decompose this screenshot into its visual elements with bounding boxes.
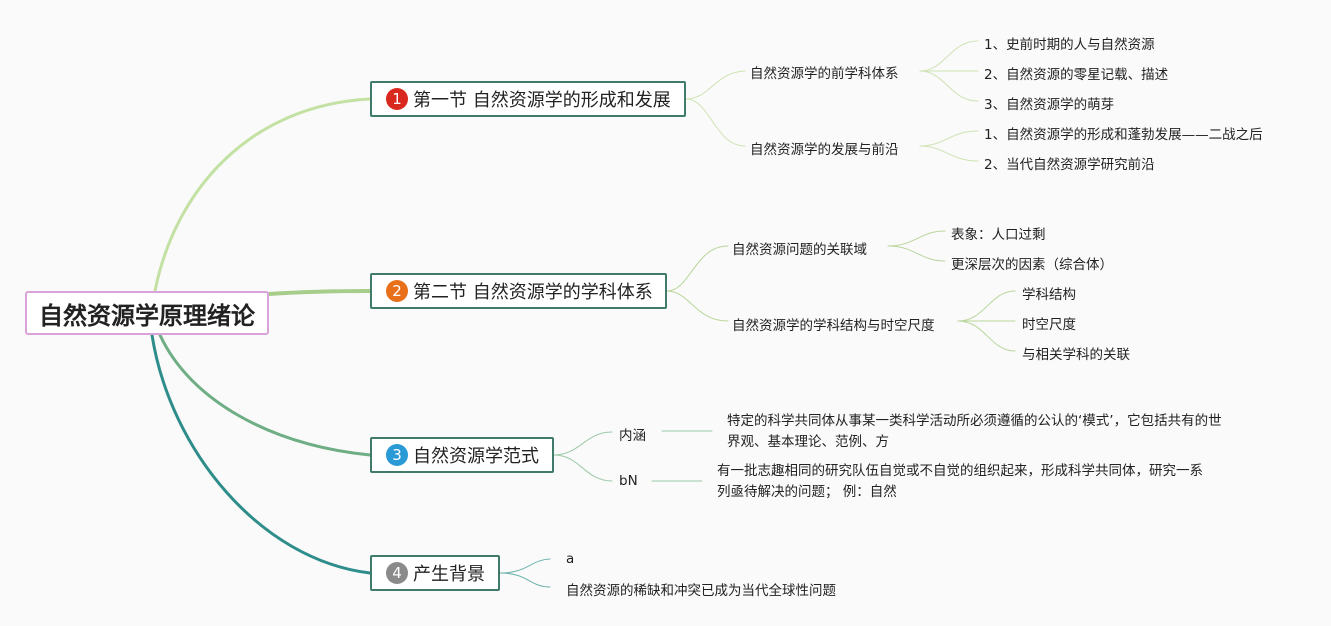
link-2-1 <box>666 245 729 292</box>
subtopic-3-1[interactable]: 内涵 <box>619 428 646 444</box>
leaf-1-2-2[interactable]: 2、当代自然资源学研究前沿 <box>984 157 1155 173</box>
link-3-1 <box>553 431 613 456</box>
link-3-2 <box>553 454 613 482</box>
link-1-2-1 <box>919 130 979 147</box>
link-2-1-2 <box>887 245 946 262</box>
link-2-1-1 <box>887 230 946 247</box>
topic-1-title: 第一节 自然资源学的形成和发展 <box>413 90 671 111</box>
subtopic-3-2[interactable]: bN <box>619 473 638 489</box>
topic-4-title: 产生背景 <box>413 564 485 585</box>
leaf-2-2-2[interactable]: 时空尺度 <box>1022 317 1076 333</box>
leaf-3-2-1[interactable]: 有一批志趣相同的研究队伍自觉或不自觉的组织起来，形成科学共同体，研究一系列亟待解… <box>717 463 1203 500</box>
branch-line-2 <box>267 289 372 296</box>
subtopic-1-1[interactable]: 自然资源学的前学科体系 <box>750 66 899 82</box>
subtopic-2-2[interactable]: 自然资源学的学科结构与时空尺度 <box>732 318 935 334</box>
topic-3[interactable]: 3 自然资源学范式 <box>370 437 554 473</box>
link-1-2 <box>685 98 746 147</box>
topic-2[interactable]: 2 第二节 自然资源学的学科体系 <box>370 273 667 309</box>
root-topic[interactable]: 自然资源学原理绪论 <box>25 291 269 335</box>
subtopic-2-1[interactable]: 自然资源问题的关联域 <box>732 242 867 258</box>
number-4-icon: 4 <box>386 562 408 584</box>
topic-4[interactable]: 4 产生背景 <box>370 555 500 591</box>
link-4-2 <box>499 572 551 588</box>
number-2-icon: 2 <box>386 280 408 302</box>
subtopic-4-2[interactable]: 自然资源的稀缺和冲突已成为当代全球性问题 <box>566 583 836 599</box>
branch-line-1 <box>153 97 372 293</box>
leaf-1-1-2[interactable]: 2、自然资源的零星记载、描述 <box>984 67 1169 83</box>
link-2-2-1 <box>957 290 1016 322</box>
root-title: 自然资源学原理绪论 <box>39 301 255 330</box>
subtopic-4-1[interactable]: a <box>566 551 575 567</box>
link-1-2-2 <box>919 145 979 162</box>
link-2-2 <box>666 290 729 322</box>
leaf-2-1-1[interactable]: 表象：人口过剩 <box>951 227 1046 243</box>
leaf-2-2-1[interactable]: 学科结构 <box>1022 287 1076 303</box>
number-1-icon: 1 <box>386 88 408 110</box>
branch-line-3 <box>158 333 372 457</box>
leaf-2-1-2[interactable]: 更深层次的因素（综合体） <box>951 257 1113 273</box>
link-1-1 <box>685 70 746 100</box>
link-1-1-3 <box>919 70 979 102</box>
topic-2-title: 第二节 自然资源学的学科体系 <box>413 282 653 303</box>
topic-1[interactable]: 1 第一节 自然资源学的形成和发展 <box>370 81 686 117</box>
leaf-3-1-1[interactable]: 特定的科学共同体从事某一类科学活动所必须遵循的公认的‘模式’，它包括共有的世界观… <box>727 413 1222 450</box>
subtopic-1-2[interactable]: 自然资源学的发展与前沿 <box>750 142 899 158</box>
link-4-1 <box>499 558 551 574</box>
number-3-icon: 3 <box>386 444 408 466</box>
leaf-1-1-1[interactable]: 1、史前时期的人与自然资源 <box>984 37 1155 53</box>
branch-line-4 <box>150 333 372 575</box>
leaf-1-1-3[interactable]: 3、自然资源学的萌芽 <box>984 97 1115 113</box>
topic-3-title: 自然资源学范式 <box>413 446 539 467</box>
leaf-1-2-1[interactable]: 1、自然资源学的形成和蓬勃发展——二战之后 <box>984 127 1263 143</box>
link-1-1-1 <box>919 40 979 72</box>
leaf-2-2-3[interactable]: 与相关学科的关联 <box>1022 347 1130 363</box>
link-2-2-3 <box>957 320 1016 352</box>
